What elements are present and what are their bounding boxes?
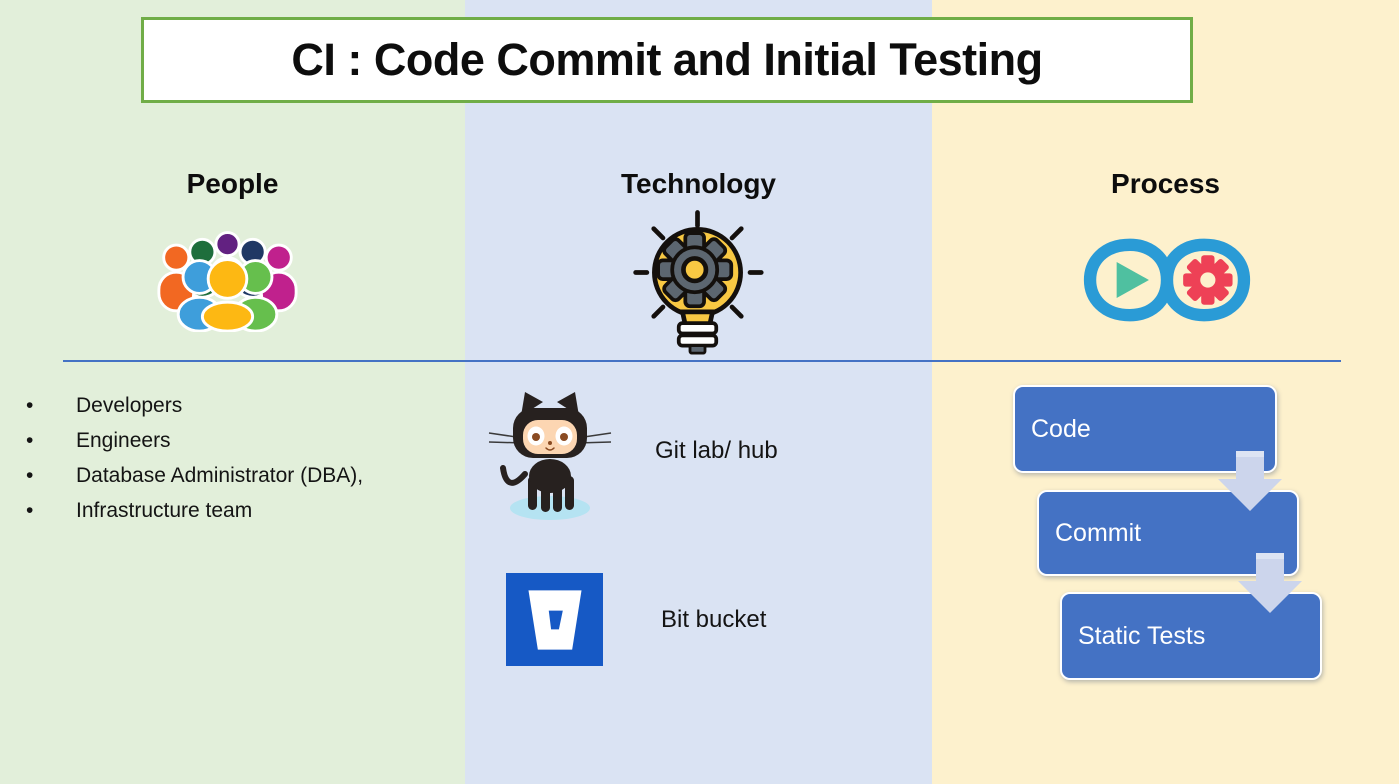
bitbucket-icon xyxy=(506,573,603,666)
process-header: Process xyxy=(1111,168,1220,199)
people-roles-list: Developers Engineers Database Administra… xyxy=(20,388,460,528)
list-item: Infrastructure team xyxy=(20,493,460,528)
technology-header: Technology xyxy=(620,168,777,199)
tool-label-git: Git lab/ hub xyxy=(655,437,778,464)
list-item: Database Administrator (DBA), xyxy=(20,458,460,493)
lightbulb-gear-icon xyxy=(633,210,764,355)
section-divider-line xyxy=(63,360,1341,362)
flow-step-label: Code xyxy=(1031,414,1091,443)
flow-step-static-tests: Static Tests xyxy=(1060,592,1322,680)
title-box: CI : Code Commit and Initial Testing xyxy=(141,17,1193,103)
people-header: People xyxy=(186,168,279,199)
people-group-icon xyxy=(157,231,298,332)
flow-step-label: Static Tests xyxy=(1078,621,1206,650)
page-title: CI : Code Commit and Initial Testing xyxy=(291,34,1043,85)
flow-step-label: Commit xyxy=(1055,518,1142,547)
down-arrow-icon xyxy=(1218,451,1282,511)
list-item: Developers xyxy=(20,388,460,423)
github-octocat-icon xyxy=(488,392,612,520)
flow-step-code: Code xyxy=(1013,385,1277,473)
down-arrow-icon xyxy=(1238,553,1302,613)
tool-label-bitbucket: Bit bucket xyxy=(661,606,767,633)
devops-infinity-icon xyxy=(1083,238,1251,322)
flow-step-commit: Commit xyxy=(1037,490,1299,576)
list-item: Engineers xyxy=(20,423,460,458)
